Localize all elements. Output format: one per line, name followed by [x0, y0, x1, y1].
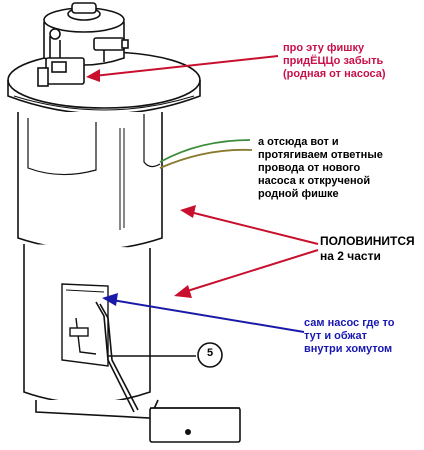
halves-note: ПОЛОВИНИТСЯ на 2 части: [320, 234, 420, 264]
green-wires: [160, 140, 252, 168]
upper-canister: [18, 112, 162, 250]
wires-note: а отсюда вот и протягиваем ответные пров…: [258, 136, 420, 201]
arrow-to-lower-body: [174, 250, 318, 298]
pump-note: сам насос где то тут и обжат внутри хому…: [304, 317, 422, 356]
arrow-to-upper-body: [180, 205, 318, 244]
callout-number: 5: [199, 347, 221, 359]
connector-note: про эту фишку придЁЦЦо забыть (родная от…: [283, 42, 419, 81]
pump-window: [62, 284, 108, 366]
